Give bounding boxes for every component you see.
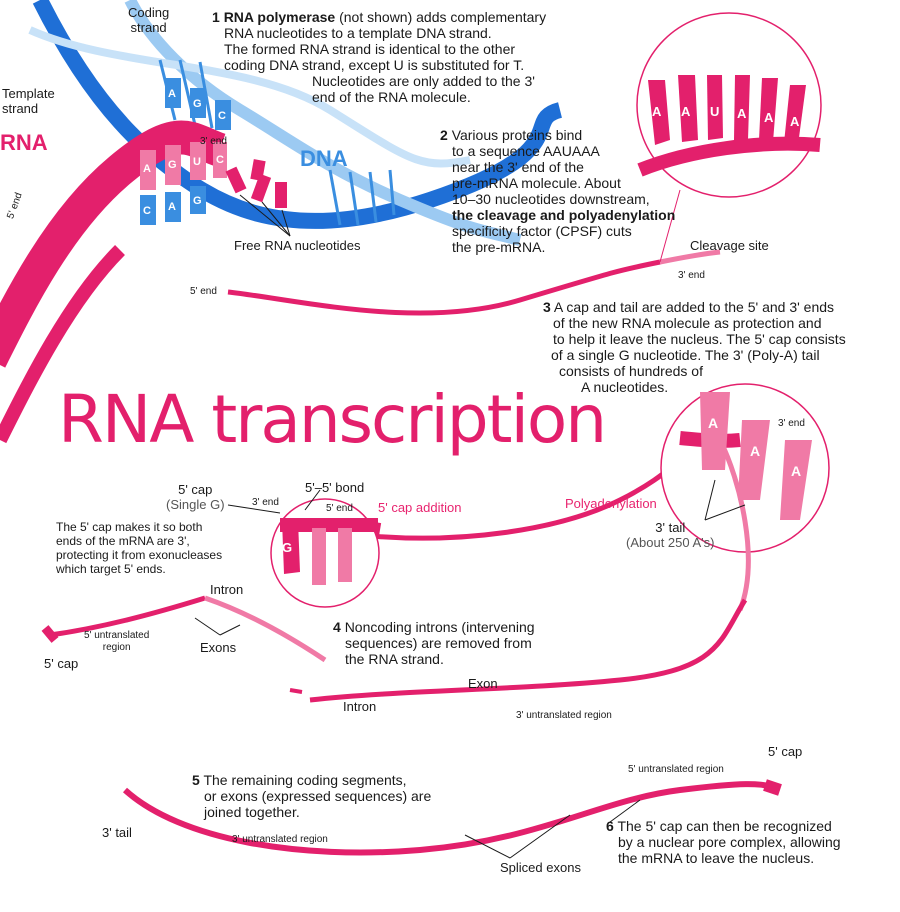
rna-base-4: C <box>216 154 224 166</box>
three-end-label-2: 3' end <box>778 418 805 429</box>
rna-label: RNA <box>0 130 48 155</box>
cap-note-text: The 5' cap makes it so both ends of the … <box>56 520 223 576</box>
step-3-text: 3 A cap and tail are added to the 5' and… <box>543 299 846 395</box>
rna-base-2: G <box>168 159 177 171</box>
aauaaa-base-6: A <box>790 114 800 129</box>
step-6-text: 6 The 5' cap can then be recognized by a… <box>606 818 841 866</box>
coding-strand-label: Coding strand <box>128 5 170 35</box>
utr5-label-2: 5' untranslated region <box>628 764 724 775</box>
poly-a-3: A <box>791 463 801 479</box>
three-end-label-1: 3' end <box>678 270 705 281</box>
exon-label: Exon <box>468 676 498 691</box>
dna-base-3: G <box>193 195 202 207</box>
spliced-mrna-strand <box>122 779 782 859</box>
dna-helix <box>28 0 563 246</box>
poly-a-1: A <box>708 415 718 431</box>
dna-base-6: C <box>218 110 226 122</box>
utr3-label-1: 3' untranslated region <box>516 710 612 721</box>
aauaaa-base-5: A <box>764 110 774 125</box>
dna-base-2: A <box>168 201 176 213</box>
aauaaa-base-3: U <box>710 104 719 119</box>
dna-base-4: A <box>168 88 176 100</box>
five-end-label-2: 5' end <box>326 503 353 514</box>
dna-base-1: C <box>143 205 151 217</box>
dna-base-5: G <box>193 98 202 110</box>
rna-base-1: A <box>143 163 151 175</box>
capped-strand: G A A A <box>227 383 830 611</box>
page-title: RNA transcription <box>58 381 607 458</box>
g-nucleotide: G <box>282 540 292 555</box>
pre-mrna-strand: A A U A A A <box>227 12 822 316</box>
three-tail-label: 3' tail (About 250 A's) <box>626 520 715 550</box>
step-1-text: 1 RNA polymerase (not shown) adds comple… <box>212 9 547 105</box>
five-cap-label: 5' cap (Single G) <box>166 482 225 512</box>
template-strand-label: Template strand <box>2 86 55 116</box>
aauaaa-base-2: A <box>681 104 691 119</box>
dna-label: DNA <box>300 146 348 171</box>
utr3-label-2: 3' untranslated region <box>232 834 328 845</box>
step-4-text: 4 Noncoding introns (intervening sequenc… <box>333 619 535 667</box>
five-five-bond-label: 5'–5' bond <box>305 480 365 495</box>
intron-label-1: Intron <box>210 582 244 597</box>
polyadenylation-label: Polyadenylation <box>565 496 657 511</box>
step-5-text: 5 The remaining coding segments, or exon… <box>192 772 432 820</box>
intron-strand <box>41 595 748 703</box>
rna-strand-growing: A G U C C A G A G C <box>0 78 291 444</box>
aauaaa-base-4: A <box>737 106 747 121</box>
utr5-label-1: 5' untranslated region <box>84 630 150 653</box>
exons-label: Exons <box>200 640 237 655</box>
five-cap-addition-label: 5' cap addition <box>378 500 462 515</box>
aauaaa-base-1: A <box>652 104 662 119</box>
free-nucleotides-label: Free RNA nucleotides <box>234 238 361 253</box>
five-cap-label-3: 5' cap <box>768 744 803 759</box>
intron-label-2: Intron <box>343 699 377 714</box>
spliced-exons-label: Spliced exons <box>500 860 581 875</box>
step-2-text: 2 Various proteins bind to a sequence AA… <box>440 127 676 255</box>
three-end-label-3: 3' end <box>252 497 279 508</box>
cleavage-site-label: Cleavage site <box>690 238 769 253</box>
rna-base-3: U <box>193 156 201 168</box>
poly-a-2: A <box>750 443 760 459</box>
five-cap-label-2: 5' cap <box>44 656 79 671</box>
five-end-label-1: 5' end <box>190 286 217 297</box>
three-tail-label-2: 3' tail <box>102 825 132 840</box>
three-end-top-label: 3' end <box>200 136 227 147</box>
